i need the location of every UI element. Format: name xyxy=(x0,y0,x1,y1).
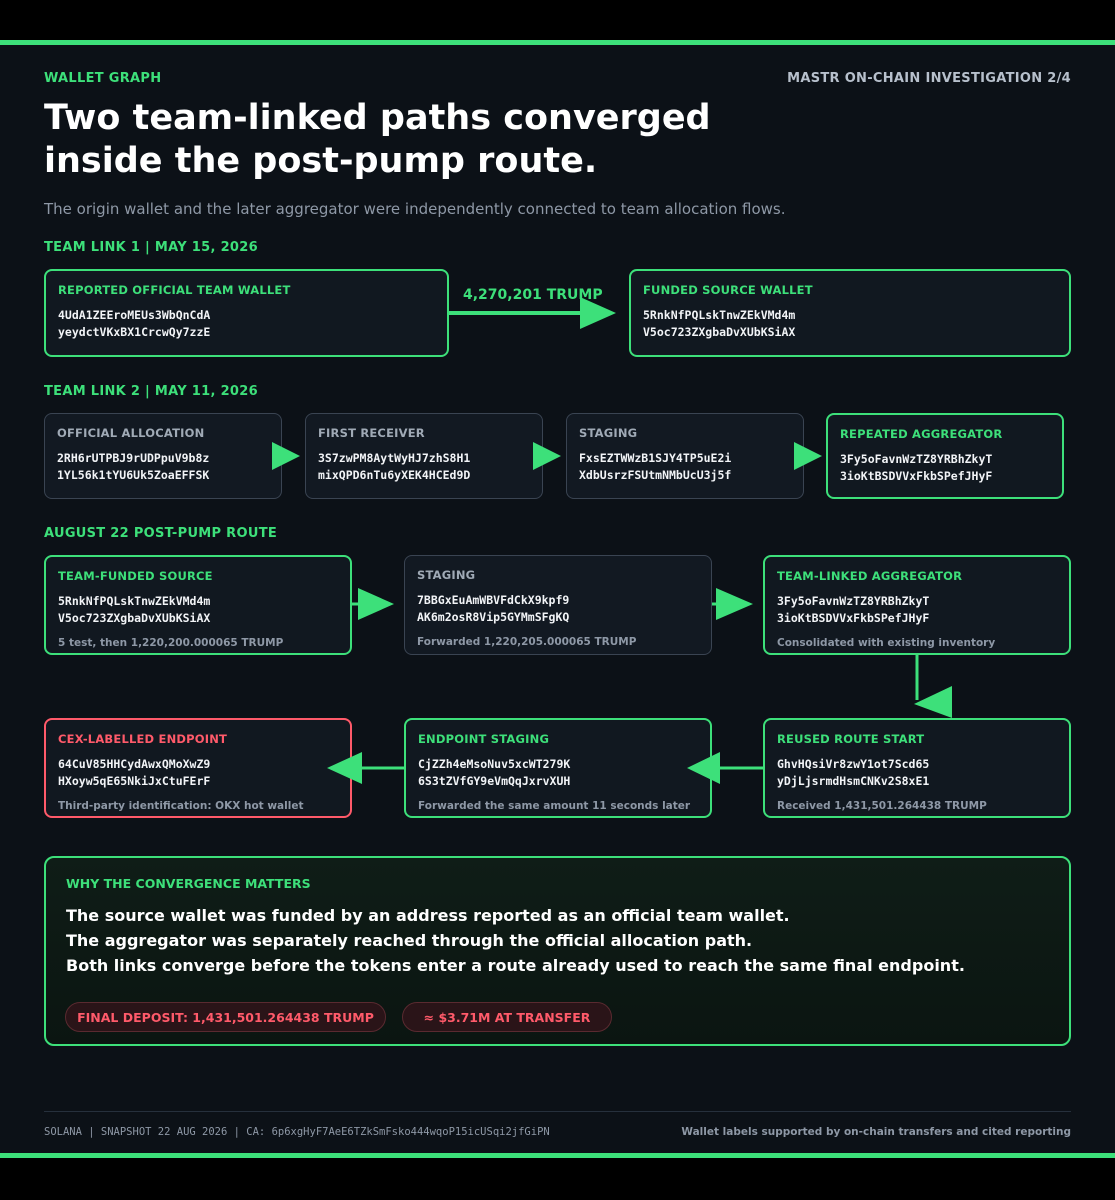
node-official-allocation[interactable]: OFFICIAL ALLOCATION 2RH6rUTPBJ9rUDPpuV9b… xyxy=(44,413,282,499)
node-label: OFFICIAL ALLOCATION xyxy=(57,426,205,440)
node-label: REPORTED OFFICIAL TEAM WALLET xyxy=(58,283,291,297)
node-reported-official-team-wallet[interactable]: REPORTED OFFICIAL TEAM WALLET 4UdA1ZEEro… xyxy=(44,269,449,357)
node-first-receiver[interactable]: FIRST RECEIVER 3S7zwPM8AytWyHJ7zhS8H1 mi… xyxy=(305,413,543,499)
address-line: GhvHQsiVr8zwY1ot7Scd65 xyxy=(777,757,930,771)
node-note: 5 test, then 1,220,200.000065 TRUMP xyxy=(58,637,284,649)
arrow-route-4-head xyxy=(327,752,362,784)
kicker: WALLET GRAPH xyxy=(44,71,162,86)
node-team-linked-aggregator[interactable]: TEAM-LINKED AGGREGATOR 3Fy5oFavnWzTZ8YRB… xyxy=(763,555,1071,655)
node-label: TEAM-LINKED AGGREGATOR xyxy=(777,569,963,583)
node-note: Consolidated with existing inventory xyxy=(777,637,996,649)
node-label: STAGING xyxy=(579,426,638,440)
node-label: ENDPOINT STAGING xyxy=(418,732,550,746)
arrow-route-3-head xyxy=(687,752,720,784)
address-line: 64CuV85HHCydAwxQMoXwZ9 xyxy=(58,757,211,771)
series-label: MASTR ON-CHAIN INVESTIGATION 2/4 xyxy=(787,71,1071,86)
title-line-1: Two team-linked paths converged xyxy=(44,98,711,138)
node-label: REUSED ROUTE START xyxy=(777,732,925,746)
team-link-1-heading: TEAM LINK 1 | MAY 15, 2026 xyxy=(44,240,258,255)
address-line: 7BBGxEuAmWBVFdCkX9kpf9 xyxy=(417,593,570,607)
address-line: V5oc723ZXgbaDvXUbKSiAX xyxy=(643,325,796,339)
node-repeated-aggregator[interactable]: REPEATED AGGREGATOR 3Fy5oFavnWzTZ8YRBhZk… xyxy=(826,413,1064,499)
address-line: HXoyw5qE65NkiJxCtuFErF xyxy=(58,774,211,788)
node-label: REPEATED AGGREGATOR xyxy=(840,427,1003,441)
address-line: 1YL56k1tYU6Uk5ZoaEFFSK xyxy=(57,468,210,482)
address-line: yDjLjsrmdHsmCNKv2S8xE1 xyxy=(777,774,930,788)
address-line: 2RH6rUTPBJ9rUDPpuV9b8z xyxy=(57,451,210,465)
arrow-link1-head xyxy=(580,297,616,329)
usd-value-badge: ≈ $3.71M AT TRANSFER xyxy=(402,1002,612,1032)
address-line: mixQPD6nTu6yXEK4HCEd9D xyxy=(318,468,471,482)
node-note: Forwarded 1,220,205.000065 TRUMP xyxy=(417,636,637,648)
subtitle: The origin wallet and the later aggregat… xyxy=(44,200,786,218)
node-cex-labelled-endpoint[interactable]: CEX-LABELLED ENDPOINT 64CuV85HHCydAwxQMo… xyxy=(44,718,352,818)
address-line: 3ioKtBSDVVxFkbSPefJHyF xyxy=(840,469,993,483)
page-title: Two team-linked paths converged inside t… xyxy=(44,97,944,183)
arrow-down-head xyxy=(914,686,952,718)
arrow-route-1-head xyxy=(358,588,394,620)
node-note: Third-party identification: OKX hot wall… xyxy=(58,800,304,812)
node-label: FUNDED SOURCE WALLET xyxy=(643,283,813,297)
address-line: 3S7zwPM8AytWyHJ7zhS8H1 xyxy=(318,451,471,465)
node-staging[interactable]: STAGING FxsEZTWWzB1SJY4TP5uE2i XdbUsrzFS… xyxy=(566,413,804,499)
team-link-2-heading: TEAM LINK 2 | MAY 11, 2026 xyxy=(44,384,258,399)
address-line: 3Fy5oFavnWzTZ8YRBhZkyT xyxy=(840,452,993,466)
address-line: CjZZh4eMsoNuv5xcWT279K xyxy=(418,757,571,771)
address-line: FxsEZTWWzB1SJY4TP5uE2i xyxy=(579,451,732,465)
node-endpoint-staging[interactable]: ENDPOINT STAGING CjZZh4eMsoNuv5xcWT279K … xyxy=(404,718,712,818)
node-route-staging[interactable]: STAGING 7BBGxEuAmWBVFdCkX9kpf9 AK6m2osR8… xyxy=(404,555,712,655)
route-heading: AUGUST 22 POST-PUMP ROUTE xyxy=(44,526,278,541)
why-label: WHY THE CONVERGENCE MATTERS xyxy=(66,876,311,891)
node-note: Received 1,431,501.264438 TRUMP xyxy=(777,800,987,812)
node-label: FIRST RECEIVER xyxy=(318,426,425,440)
node-funded-source-wallet[interactable]: FUNDED SOURCE WALLET 5RnkNfPQLskTnwZEkVM… xyxy=(629,269,1071,357)
address-line: V5oc723ZXgbaDvXUbKSiAX xyxy=(58,611,211,625)
transfer-amount: 4,270,201 TRUMP xyxy=(463,287,603,303)
node-label: STAGING xyxy=(417,568,476,582)
address-line: XdbUsrzFSUtmNMbUcU3j5f xyxy=(579,468,732,482)
arrow-route-2-head xyxy=(716,588,753,620)
footer-source-note: Wallet labels supported by on-chain tran… xyxy=(681,1126,1071,1138)
node-label: TEAM-FUNDED SOURCE xyxy=(58,569,213,583)
node-reused-route-start[interactable]: REUSED ROUTE START GhvHQsiVr8zwY1ot7Scd6… xyxy=(763,718,1071,818)
address-line: 3Fy5oFavnWzTZ8YRBhZkyT xyxy=(777,594,930,608)
footer-chain-info: SOLANA | SNAPSHOT 22 AUG 2026 | CA: 6p6x… xyxy=(44,1126,550,1138)
why-line-1: The source wallet was funded by an addre… xyxy=(66,906,790,925)
node-label: CEX-LABELLED ENDPOINT xyxy=(58,732,228,746)
arrow-link2-1 xyxy=(272,442,300,470)
node-team-funded-source[interactable]: TEAM-FUNDED SOURCE 5RnkNfPQLskTnwZEkVMd4… xyxy=(44,555,352,655)
address-line: AK6m2osR8Vip5GYMmSFgKQ xyxy=(417,610,570,624)
address-line: 3ioKtBSDVVxFkbSPefJHyF xyxy=(777,611,930,625)
why-line-2: The aggregator was separately reached th… xyxy=(66,931,753,950)
arrow-link2-3 xyxy=(794,442,822,470)
address-line: yeydctVKxBX1CrcwQy7zzE xyxy=(58,325,211,339)
address-line: 4UdA1ZEEroMEUs3WbQnCdA xyxy=(58,308,211,322)
footer-divider xyxy=(44,1111,1071,1112)
title-line-2: inside the post-pump route. xyxy=(44,141,598,181)
why-line-3: Both links converge before the tokens en… xyxy=(66,956,965,975)
address-line: 5RnkNfPQLskTnwZEkVMd4m xyxy=(643,308,796,322)
address-line: 6S3tZVfGY9eVmQqJxrvXUH xyxy=(418,774,571,788)
address-line: 5RnkNfPQLskTnwZEkVMd4m xyxy=(58,594,211,608)
arrow-link2-2 xyxy=(533,442,561,470)
node-note: Forwarded the same amount 11 seconds lat… xyxy=(418,800,691,812)
final-deposit-badge: FINAL DEPOSIT: 1,431,501.264438 TRUMP xyxy=(65,1002,386,1032)
